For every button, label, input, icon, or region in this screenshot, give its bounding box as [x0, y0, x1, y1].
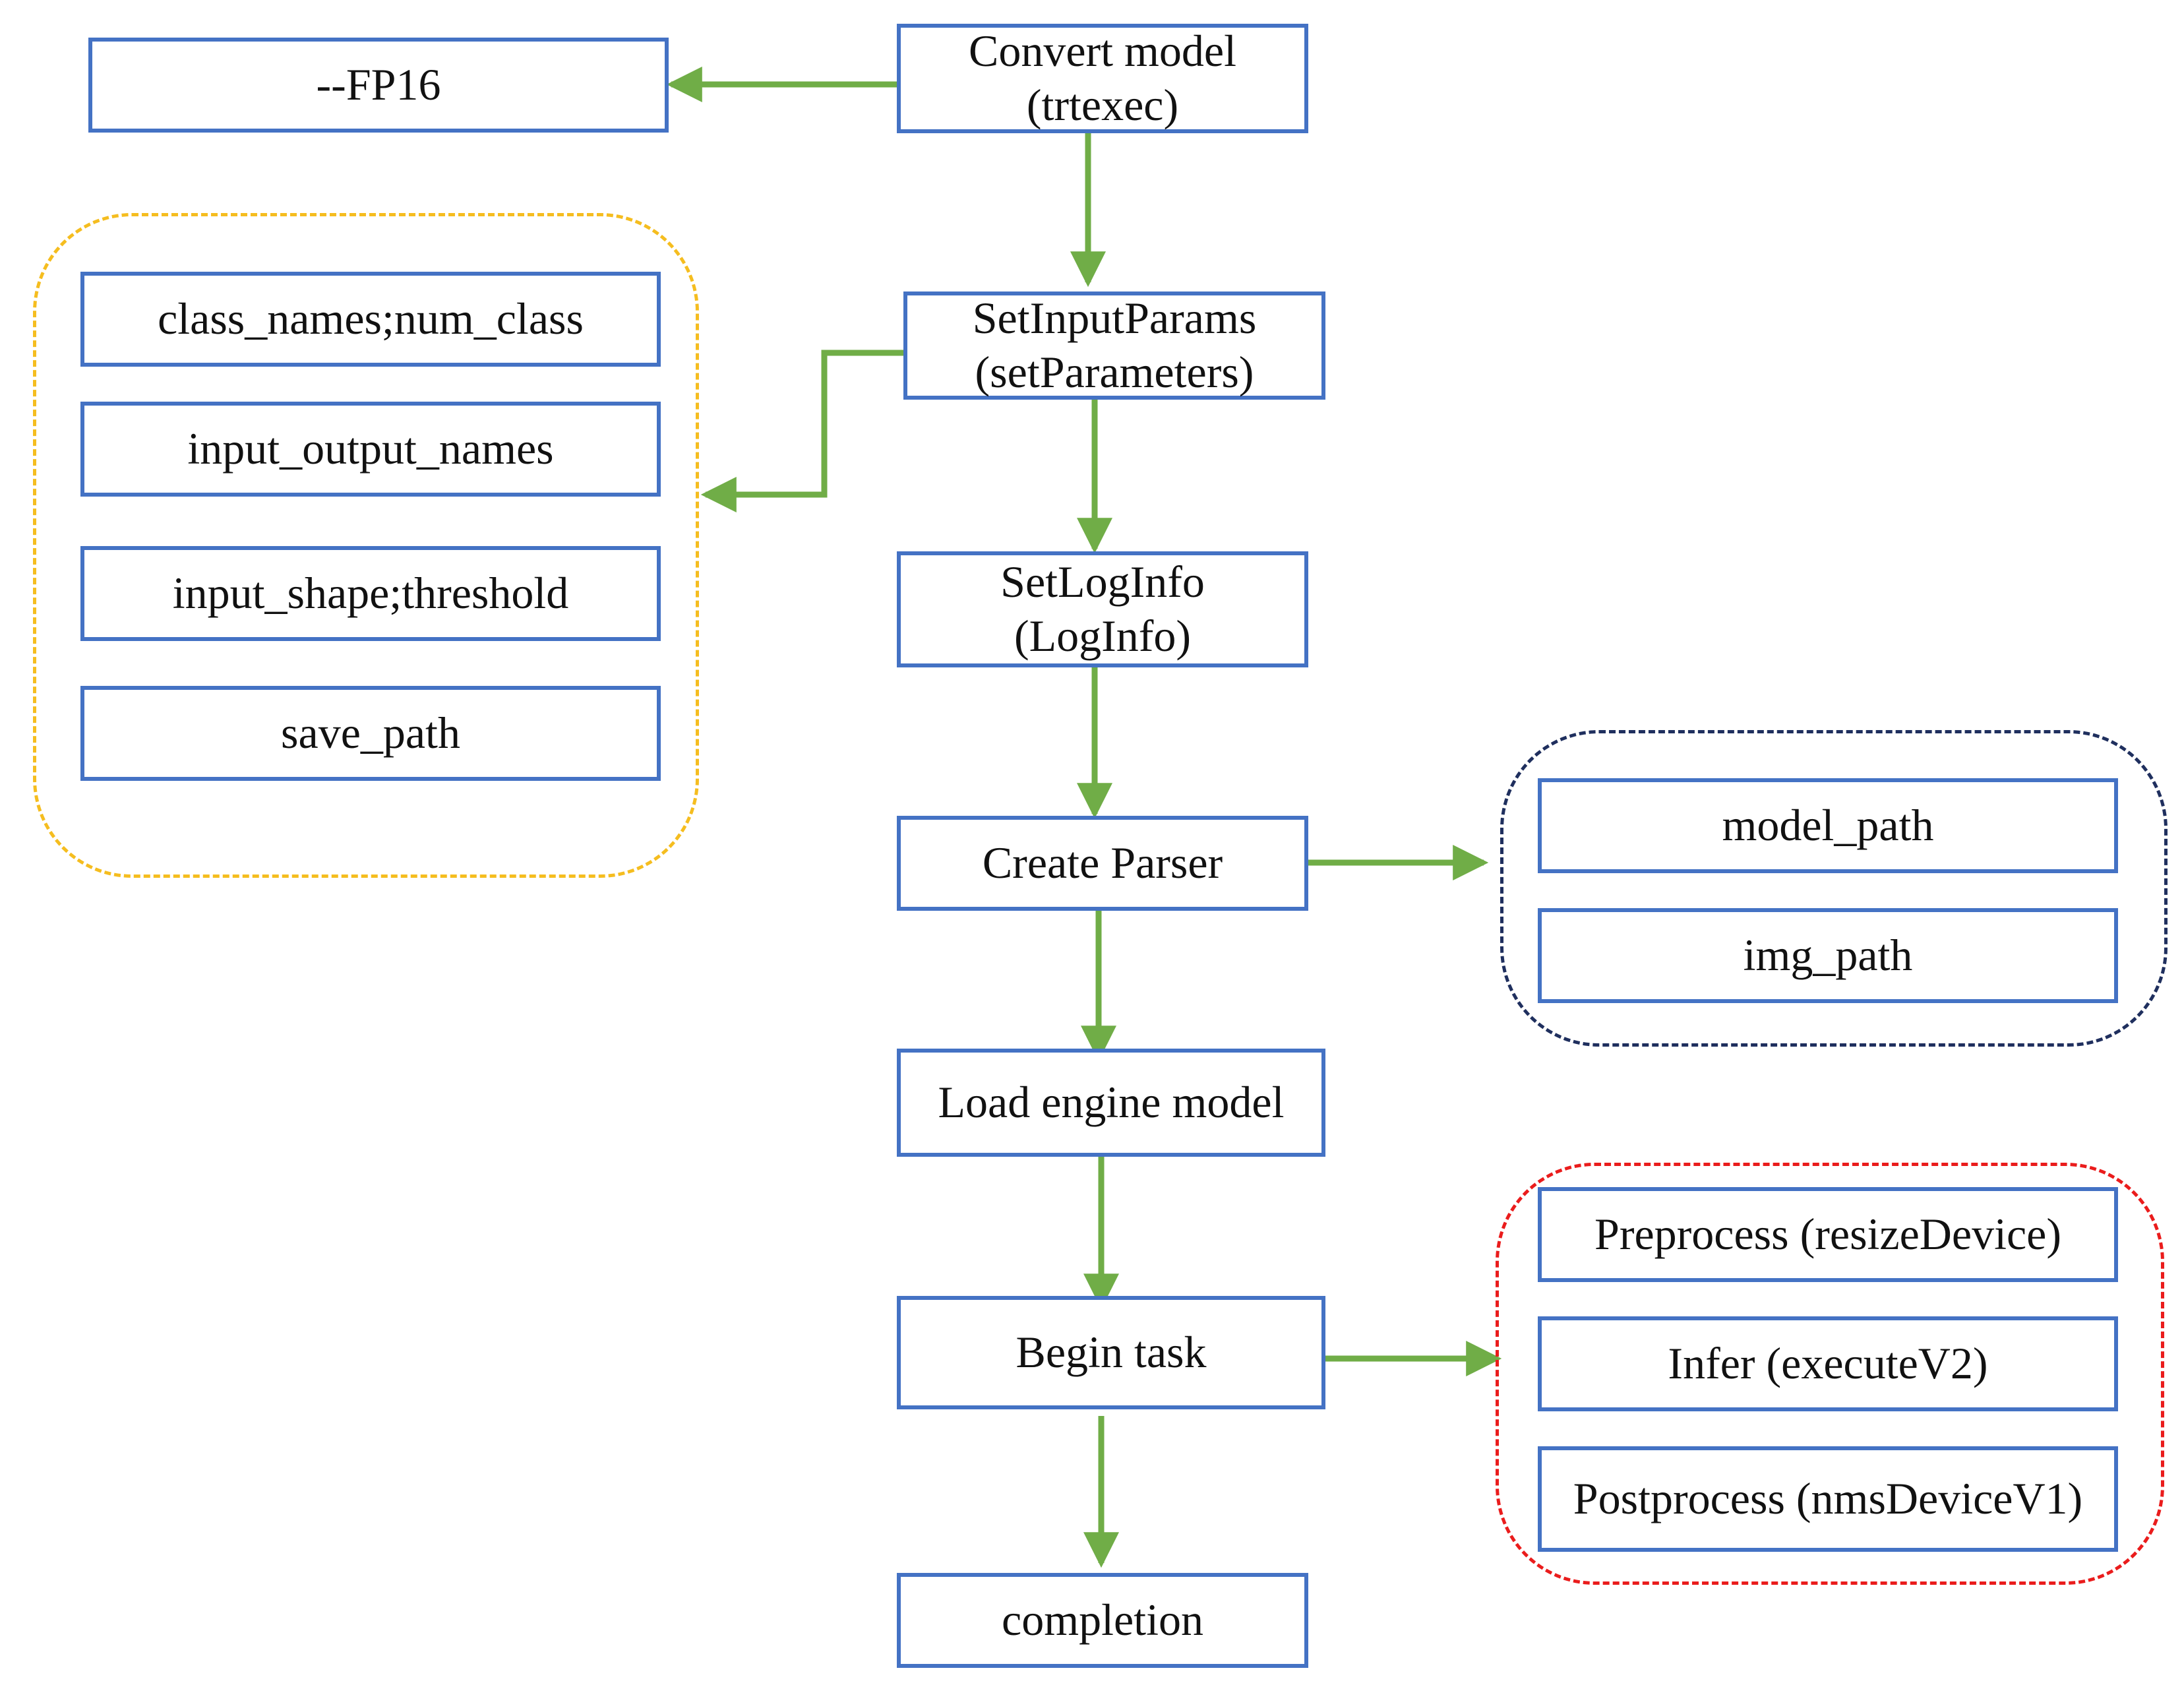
save-path-label: save_path [281, 708, 460, 758]
input-output-names-node: input_output_names [80, 402, 661, 497]
infer-label: Infer (executeV2) [1668, 1338, 1988, 1389]
create-parser-node: Create Parser [897, 816, 1308, 911]
create-parser-label: Create Parser [982, 838, 1223, 888]
postprocess-node: Postprocess (nmsDeviceV1) [1538, 1446, 2118, 1552]
save-path-node: save_path [80, 686, 661, 781]
img-path-node: img_path [1538, 908, 2118, 1003]
set-input-params-node: SetInputParams (setParameters) [903, 291, 1325, 400]
completion-label: completion [1002, 1595, 1203, 1645]
set-log-info-node: SetLogInfo (LogInfo) [897, 551, 1308, 667]
edge-setinput-to-params-group [700, 350, 903, 512]
fp16-node: --FP16 [88, 38, 669, 133]
class-names-node: class_names;num_class [80, 272, 661, 367]
begin-task-node: Begin task [897, 1296, 1325, 1409]
load-engine-model-node: Load engine model [897, 1049, 1325, 1157]
fp16-label: --FP16 [316, 59, 441, 110]
postprocess-label: Postprocess (nmsDeviceV1) [1573, 1473, 2083, 1524]
input-output-names-label: input_output_names [187, 423, 554, 474]
input-shape-threshold-label: input_shape;threshold [172, 568, 569, 619]
infer-node: Infer (executeV2) [1538, 1316, 2118, 1411]
convert-model-node: Convert model (trtexec) [897, 24, 1308, 133]
completion-node: completion [897, 1573, 1308, 1668]
set-log-info-label: SetLogInfo (LogInfo) [1000, 557, 1205, 661]
begin-task-label: Begin task [1016, 1327, 1207, 1378]
input-shape-threshold-node: input_shape;threshold [80, 546, 661, 641]
convert-model-label: Convert model (trtexec) [968, 26, 1237, 130]
class-names-label: class_names;num_class [158, 293, 584, 344]
preprocess-label: Preprocess (resizeDevice) [1594, 1209, 2061, 1260]
load-engine-model-label: Load engine model [938, 1077, 1285, 1128]
model-path-label: model_path [1722, 800, 1934, 851]
task-steps-group [1496, 1163, 2164, 1585]
model-path-node: model_path [1538, 778, 2118, 873]
set-input-params-label: SetInputParams (setParameters) [972, 293, 1257, 397]
input-params-group [33, 213, 699, 878]
preprocess-node: Preprocess (resizeDevice) [1538, 1187, 2118, 1282]
parser-paths-group [1500, 730, 2168, 1047]
img-path-label: img_path [1743, 930, 1913, 981]
